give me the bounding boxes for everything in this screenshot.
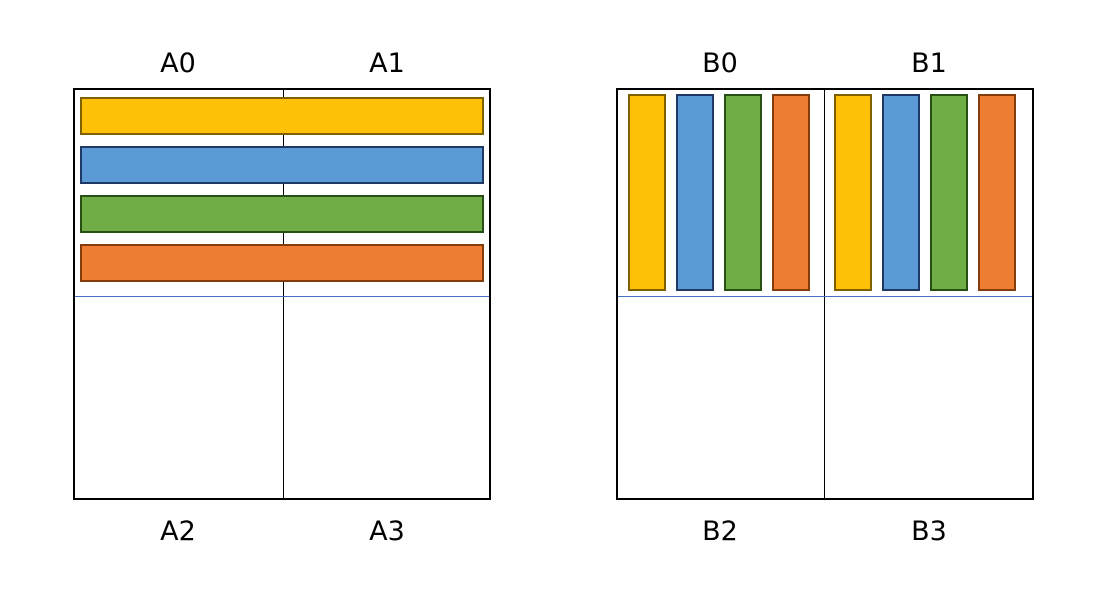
panel-a — [73, 88, 491, 500]
bar-a-blue — [80, 146, 484, 184]
panel-a-column-divider — [283, 90, 284, 498]
bar-b1-yellow — [834, 94, 872, 291]
bar-b0-orange — [772, 94, 810, 291]
caption-a3: A3 — [369, 516, 405, 547]
caption-b2: B2 — [702, 516, 738, 547]
panel-b — [616, 88, 1034, 500]
bar-b1-green — [930, 94, 968, 291]
bar-b0-blue — [676, 94, 714, 291]
bar-b0-green — [724, 94, 762, 291]
caption-a2: A2 — [160, 516, 196, 547]
bar-a-orange — [80, 244, 484, 282]
bar-b0-yellow — [628, 94, 666, 291]
caption-b1: B1 — [911, 48, 947, 79]
caption-a1: A1 — [369, 48, 405, 79]
bar-a-green — [80, 195, 484, 233]
caption-b3: B3 — [911, 516, 947, 547]
bar-a-yellow — [80, 97, 484, 135]
caption-b0: B0 — [702, 48, 738, 79]
panel-a-row-divider — [75, 296, 489, 297]
caption-a0: A0 — [160, 48, 196, 79]
panel-b-row-divider — [618, 296, 1032, 297]
bar-b1-blue — [882, 94, 920, 291]
panel-b-column-divider — [824, 90, 825, 498]
bar-b1-orange — [978, 94, 1016, 291]
